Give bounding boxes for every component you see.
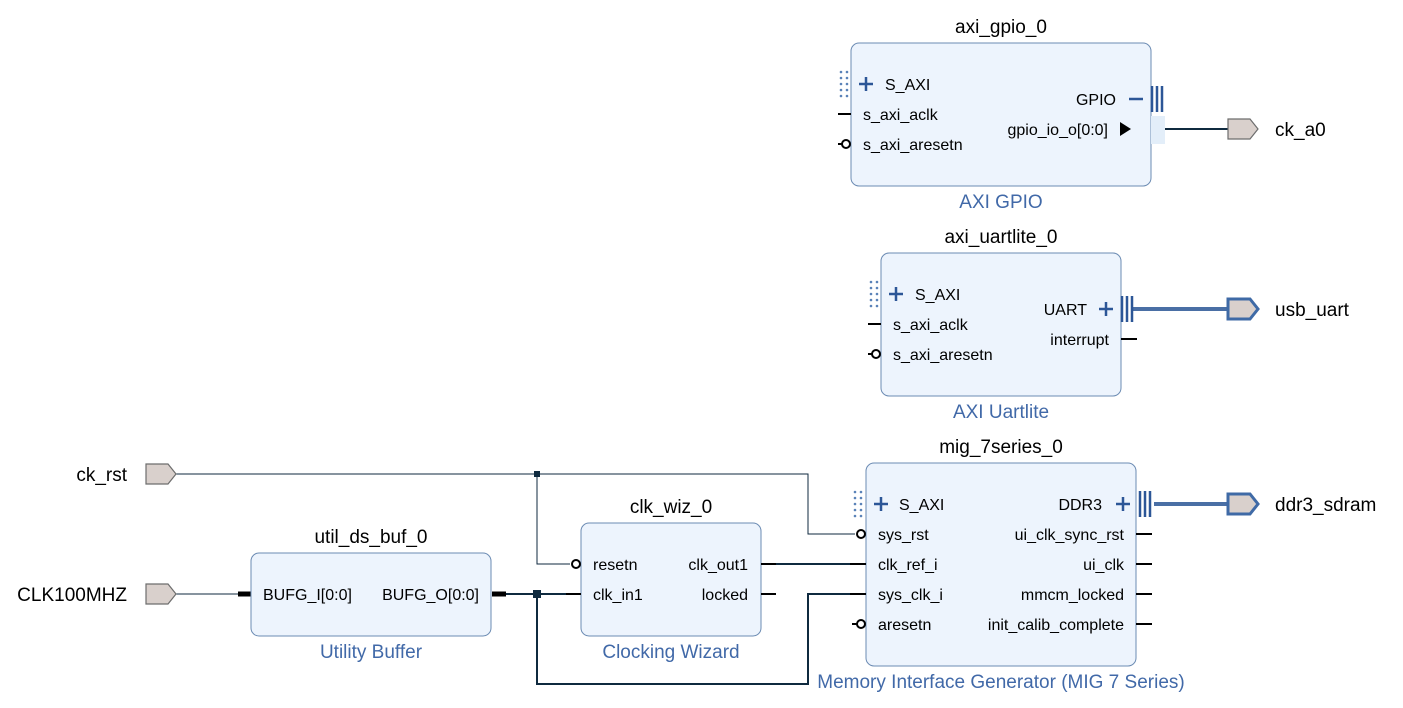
pin-s-axi-aclk[interactable]: s_axi_aclk	[863, 107, 939, 124]
net-sys-clk[interactable]	[536, 593, 850, 685]
port-label: ddr3_sdram	[1275, 495, 1376, 516]
pin-gpio[interactable]: GPIO	[1076, 92, 1116, 109]
port-usb-uart[interactable]: usb_uart	[1226, 297, 1350, 321]
port-clk100mhz[interactable]: CLK100MHZ	[17, 583, 177, 606]
pin-s-axi[interactable]: S_AXI	[885, 77, 930, 94]
port-label: ck_a0	[1275, 120, 1326, 141]
pin-highlight	[1151, 116, 1165, 144]
active-low-icon	[856, 529, 866, 539]
block-mig-7series[interactable]: mig_7series_0 Memory Interface Generator…	[817, 437, 1184, 693]
expand-plus-icon[interactable]	[874, 497, 888, 511]
block-utility-buffer[interactable]: util_ds_buf_0 Utility Buffer BUFG_I[0:0]…	[250, 527, 492, 663]
port-ddr3-sdram[interactable]: ddr3_sdram	[1226, 492, 1376, 516]
pin-s-axi[interactable]: S_AXI	[899, 497, 944, 514]
bus-pin-icon	[1120, 296, 1134, 322]
port-label: ck_rst	[76, 465, 127, 486]
active-low-icon	[841, 139, 851, 149]
net-ck-rst-branch[interactable]	[536, 474, 570, 565]
instance-name: clk_wiz_0	[630, 497, 712, 518]
instance-name: util_ds_buf_0	[314, 527, 427, 548]
pin-clk-in1[interactable]: clk_in1	[593, 587, 643, 604]
net-junction	[534, 471, 540, 477]
ip-name: AXI GPIO	[959, 192, 1042, 213]
interface-port-icon	[1226, 492, 1260, 516]
pin-clk-out1[interactable]: clk_out1	[688, 557, 748, 574]
net-junction	[533, 590, 541, 598]
expand-plus-icon[interactable]	[1116, 497, 1130, 511]
pin-clk-ref-i[interactable]: clk_ref_i	[878, 557, 938, 574]
ip-name: AXI Uartlite	[953, 402, 1049, 423]
bus-pin-icon	[1138, 491, 1152, 517]
port-label: CLK100MHZ	[17, 585, 127, 606]
pin-bufg-i[interactable]: BUFG_I[0:0]	[263, 587, 352, 604]
s-axi-interface-icon	[869, 280, 879, 308]
nets	[176, 128, 1228, 685]
bus-pin-icon	[1150, 86, 1164, 112]
instance-name: mig_7series_0	[939, 437, 1063, 458]
pin-s-axi-aclk[interactable]: s_axi_aclk	[893, 317, 969, 334]
s-axi-interface-icon	[853, 490, 863, 518]
block-axi-uartlite[interactable]: axi_uartlite_0 AXI Uartlite S_AXI s_axi_…	[868, 227, 1137, 423]
pin-mmcm-locked[interactable]: mmcm_locked	[1021, 587, 1124, 604]
instance-name: axi_uartlite_0	[944, 227, 1057, 248]
input-port-icon	[145, 463, 177, 485]
ip-name: Utility Buffer	[320, 642, 423, 663]
pin-gpio-io-o[interactable]: gpio_io_o[0:0]	[1007, 122, 1108, 139]
block-body[interactable]	[250, 552, 492, 637]
expand-plus-icon[interactable]	[1099, 302, 1113, 316]
ip-name: Clocking Wizard	[602, 642, 739, 663]
pin-ui-clk[interactable]: ui_clk	[1083, 557, 1125, 574]
pin-aresetn[interactable]: aresetn	[878, 617, 931, 634]
pin-ddr3[interactable]: DDR3	[1058, 497, 1102, 514]
port-ck-a0[interactable]: ck_a0	[1227, 118, 1326, 141]
pin-bufg-o[interactable]: BUFG_O[0:0]	[382, 587, 479, 604]
input-port-icon	[145, 583, 177, 605]
active-low-icon	[871, 349, 881, 359]
pin-init-calib-complete[interactable]: init_calib_complete	[988, 617, 1124, 634]
expand-plus-icon[interactable]	[889, 287, 903, 301]
active-low-icon	[856, 619, 866, 629]
pin-s-axi[interactable]: S_AXI	[915, 287, 960, 304]
pin-s-axi-aresetn[interactable]: s_axi_aresetn	[893, 347, 993, 364]
pin-uart[interactable]: UART	[1044, 302, 1087, 319]
block-axi-gpio[interactable]: axi_gpio_0 AXI GPIO S_AXI s_axi_aclk s_a…	[838, 17, 1165, 213]
pin-sys-clk-i[interactable]: sys_clk_i	[878, 587, 943, 604]
pin-locked[interactable]: locked	[702, 587, 748, 604]
expand-plus-icon[interactable]	[859, 77, 873, 91]
s-axi-interface-icon	[839, 70, 849, 98]
instance-name: axi_gpio_0	[955, 17, 1047, 38]
pin-sys-rst[interactable]: sys_rst	[878, 527, 929, 544]
output-arrow-icon	[1120, 122, 1131, 136]
net-ck-rst[interactable]	[176, 473, 855, 535]
pin-resetn[interactable]: resetn	[593, 557, 637, 574]
port-ck-rst[interactable]: ck_rst	[76, 463, 177, 486]
pin-s-axi-aresetn[interactable]: s_axi_aresetn	[863, 137, 963, 154]
ip-name: Memory Interface Generator (MIG 7 Series…	[817, 672, 1184, 693]
pin-ui-clk-sync-rst[interactable]: ui_clk_sync_rst	[1015, 527, 1125, 544]
output-port-icon	[1227, 118, 1259, 140]
interface-port-icon	[1226, 297, 1260, 321]
pin-interrupt[interactable]: interrupt	[1050, 332, 1109, 349]
block-clocking-wizard[interactable]: clk_wiz_0 Clocking Wizard resetn clk_in1…	[566, 497, 776, 663]
block-body[interactable]	[580, 522, 762, 637]
active-low-icon	[571, 559, 581, 569]
port-label: usb_uart	[1275, 300, 1350, 321]
